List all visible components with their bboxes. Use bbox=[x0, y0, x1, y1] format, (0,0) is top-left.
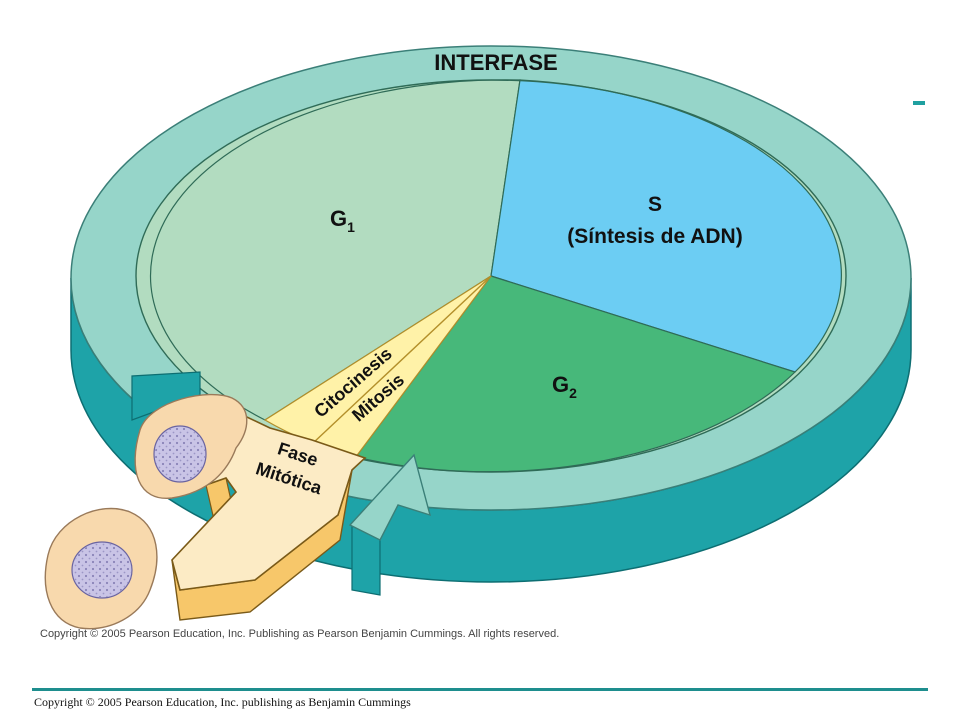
footer-rule bbox=[32, 688, 928, 691]
sector-g1 bbox=[149, 79, 521, 421]
ring-arrowhead bbox=[348, 453, 432, 541]
copyright-notice: Copyright © 2005 Pearson Education, Inc.… bbox=[40, 628, 560, 640]
g1-subscript: 1 bbox=[347, 219, 355, 235]
mitosis-divider bbox=[311, 275, 492, 445]
nucleus-lower-dots bbox=[73, 543, 131, 597]
interfase-label: INTERFASE bbox=[434, 50, 557, 75]
nucleus-upper-dots bbox=[155, 427, 205, 481]
g2-letter: G bbox=[552, 372, 569, 397]
footer-copyright: Copyright © 2005 Pearson Education, Inc.… bbox=[34, 695, 411, 709]
g2-label: G2 bbox=[552, 372, 577, 401]
g1-letter: G bbox=[330, 206, 347, 231]
g1-label: G1 bbox=[330, 206, 355, 235]
g2-subscript: 2 bbox=[569, 385, 577, 401]
corner-mark bbox=[913, 101, 925, 105]
s-sublabel: (Síntesis de ADN) bbox=[567, 225, 742, 248]
s-label: S bbox=[648, 193, 662, 216]
